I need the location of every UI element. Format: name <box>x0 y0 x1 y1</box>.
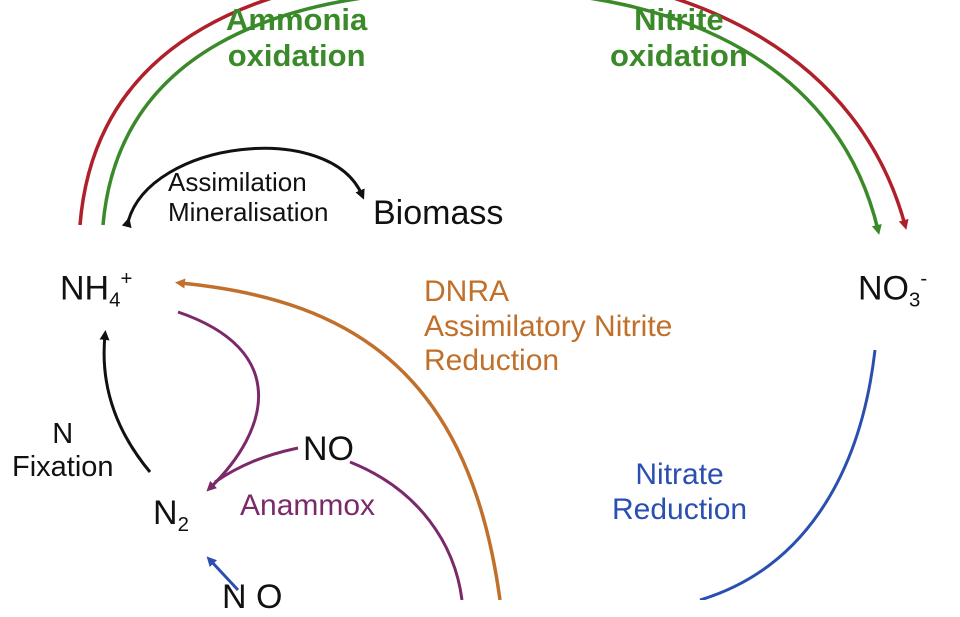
nitrate-reduction-line2: Reduction <box>612 492 748 526</box>
nh4-sup: + <box>120 268 133 290</box>
n-fixation-line1: N <box>52 418 74 450</box>
no3-base: NO <box>858 269 909 308</box>
n2o-to-n2-arrow <box>206 556 240 592</box>
n2o-species: N O <box>222 578 283 616</box>
oxidation-arc-green <box>101 0 882 235</box>
nitrification-arc-red <box>78 0 909 230</box>
no-species: NO <box>303 430 354 468</box>
assimilation-arrow <box>121 146 365 229</box>
nitrate-reduction-line1: Nitrate <box>635 458 724 491</box>
nitrate-reduction-arc <box>699 349 877 600</box>
assimilation-text: Assimilation <box>168 167 307 197</box>
n2-base: N <box>153 494 178 532</box>
dnra-line1: DNRA <box>424 275 510 308</box>
nh4-sub: 4 <box>109 289 121 312</box>
no3-species: NO3- <box>858 268 927 313</box>
assimilation-label: Assimilation Mineralisation <box>168 167 329 228</box>
nitrite-oxidation-line2: oxidation <box>610 37 748 73</box>
nh4-species: NH4+ <box>60 268 132 313</box>
no-to-lower-arc <box>349 460 464 600</box>
nitrate-reduction-label: Nitrate Reduction <box>612 458 747 527</box>
no3-sub: 3 <box>909 289 921 312</box>
n-fixation-label: N Fixation <box>12 418 114 485</box>
anammox-arrow-from-nh4 <box>177 310 261 492</box>
anammox-arrow-from-no <box>214 446 299 484</box>
anammox-label: Anammox <box>240 489 376 522</box>
dnra-line3: Reduction <box>424 344 560 377</box>
n2-sub: 2 <box>177 514 189 537</box>
mineralisation-text: Mineralisation <box>168 196 329 227</box>
n2-species: N2 <box>153 494 189 538</box>
nh4-base: NH <box>60 269 110 308</box>
nitrite-oxidation-line1: Nitrite <box>634 2 724 37</box>
dnra-arrow <box>175 278 502 600</box>
no3-sup: - <box>920 268 928 290</box>
dnra-label: DNRA Assimilatory Nitrite Reduction <box>424 275 672 379</box>
ammonia-oxidation-line1: Ammonia <box>226 2 368 37</box>
cycle-arrows <box>78 0 909 600</box>
biomass-label: Biomass <box>373 194 504 232</box>
ammonia-oxidation-line2: oxidation <box>227 37 366 73</box>
n-fixation-line2: Fixation <box>12 451 114 484</box>
nitrite-oxidation-label: Nitrite oxidation <box>610 2 748 73</box>
n-fixation-arrow <box>99 330 152 473</box>
ammonia-oxidation-label: Ammonia oxidation <box>226 2 367 73</box>
dnra-line2: Assimilatory Nitrite <box>424 309 673 343</box>
